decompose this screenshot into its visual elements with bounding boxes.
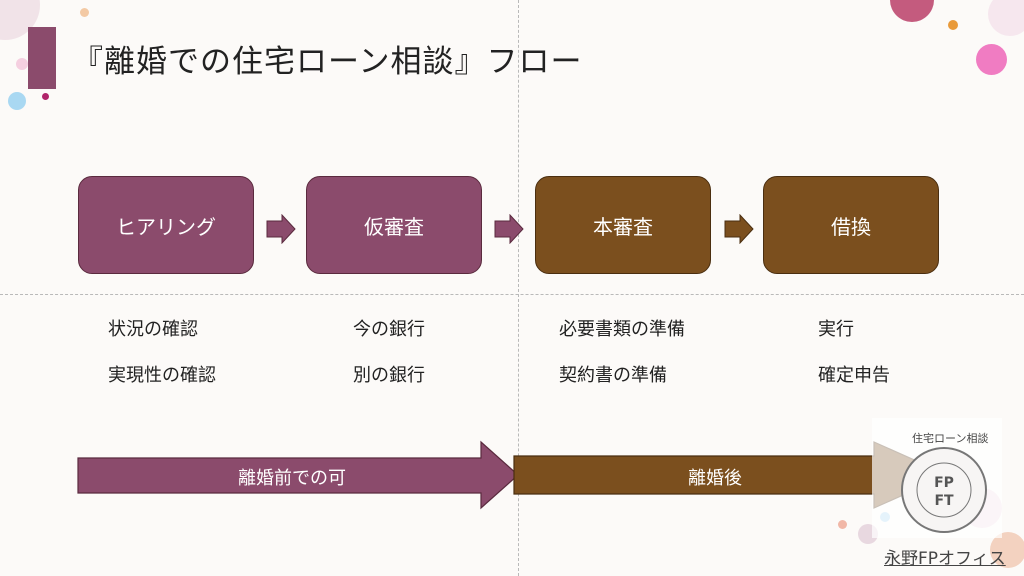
step-label: 本審査 [593, 214, 653, 239]
step-label: 仮審査 [364, 214, 424, 239]
decor-dot [890, 0, 934, 22]
step-main-screening: 本審査 [535, 176, 711, 274]
center-divider [518, 0, 519, 576]
step-connector-arrow-icon [724, 214, 754, 244]
seal-monogram-top: FP [934, 475, 954, 491]
note-text: 契約書の準備 [559, 365, 667, 386]
step-hearing: ヒアリング [78, 176, 254, 274]
note-text: 別の銀行 [353, 365, 425, 386]
seal-monogram-bottom: FT [934, 493, 954, 509]
note-text: 実現性の確認 [108, 365, 216, 386]
decor-dot [42, 93, 49, 100]
decor-dot [80, 8, 89, 17]
decor-dot [948, 20, 958, 30]
step-refinance: 借換 [763, 176, 939, 274]
note-text: 状況の確認 [108, 319, 198, 340]
decor-dot [838, 520, 847, 529]
step-label: 借換 [831, 214, 871, 239]
note-text: 実行 [818, 319, 854, 340]
brand-footer: 永野FPオフィス [884, 549, 1006, 569]
decor-dot [8, 92, 26, 110]
decor-dot [988, 0, 1024, 36]
decor-dot [976, 44, 1007, 75]
note-text: 確定申告 [818, 365, 890, 386]
step-pre-screening: 仮審査 [306, 176, 482, 274]
phase-label-after: 離婚後 [688, 468, 742, 489]
step-connector-arrow-icon [266, 214, 296, 244]
phase-arrow-before-divorce [77, 440, 519, 510]
decor-dot [16, 58, 28, 70]
step-connector-arrow-icon [494, 214, 524, 244]
decor-dot [990, 532, 1024, 568]
company-seal-logo: FP FT [901, 447, 987, 533]
horizontal-divider [0, 294, 1024, 295]
page-title: 『離婚での住宅ローン相談』フロー [72, 44, 583, 80]
note-text: 今の銀行 [353, 319, 425, 340]
note-text: 必要書類の準備 [559, 319, 685, 340]
stamp-caption: 住宅ローン相談 [912, 432, 989, 445]
phase-label-before: 離婚前での可 [238, 468, 346, 489]
step-label: ヒアリング [116, 214, 216, 239]
title-accent-bar [28, 27, 56, 89]
